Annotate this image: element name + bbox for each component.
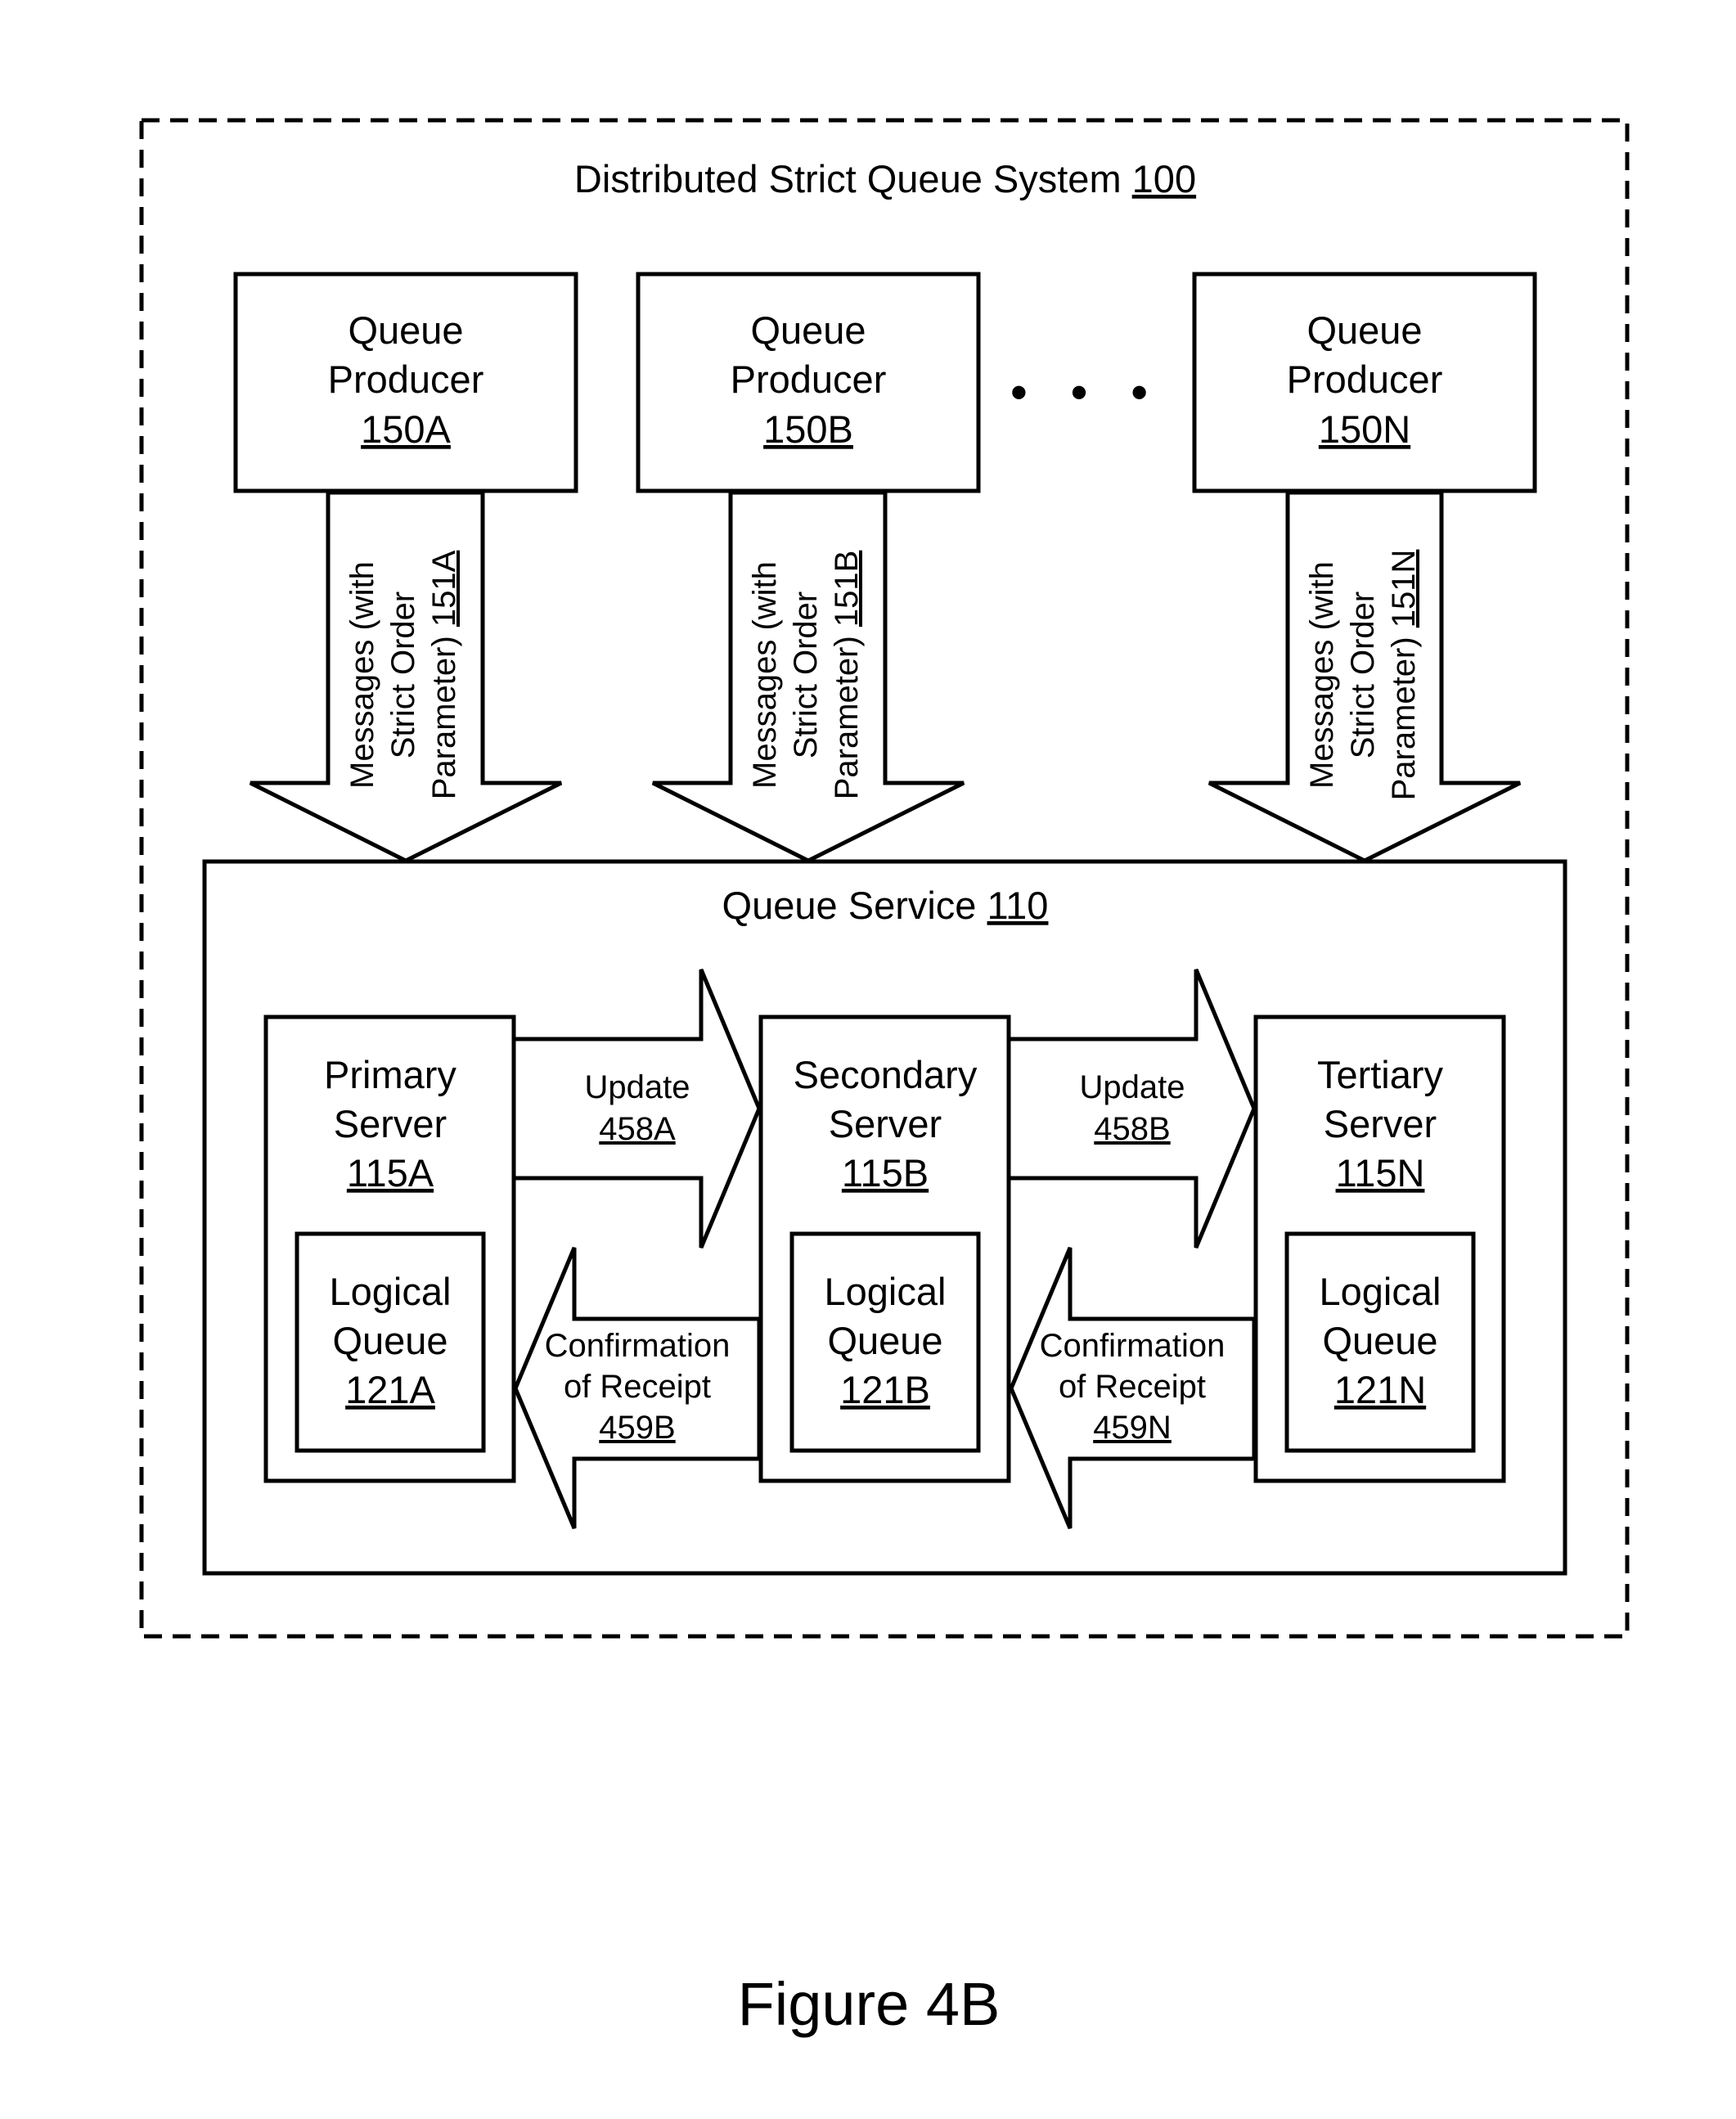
svg-text:121A: 121A — [345, 1368, 435, 1411]
svg-text:of Receipt: of Receipt — [1059, 1369, 1206, 1405]
svg-text:Producer: Producer — [1287, 358, 1443, 401]
queue-service-title: Queue Service 110 — [722, 884, 1049, 927]
logical-queue-121n: Logical Queue 121N — [1287, 1234, 1473, 1451]
svg-text:Update: Update — [585, 1069, 690, 1105]
svg-text:Server: Server — [1324, 1102, 1437, 1145]
svg-text:Producer: Producer — [328, 358, 484, 401]
svg-text:Parameter) 151A: Parameter) 151A — [426, 550, 462, 799]
queue-producer-150b: Queue Producer 150B — [638, 274, 978, 491]
confirmation-arrow-459b: Confirmation of Receipt 459B — [515, 1248, 759, 1528]
svg-text:Queue: Queue — [750, 308, 866, 352]
svg-text:Primary: Primary — [324, 1053, 456, 1096]
svg-text:Confirmation: Confirmation — [545, 1328, 731, 1364]
svg-text:Strict Order: Strict Order — [788, 592, 824, 758]
svg-text:Logical: Logical — [1320, 1270, 1441, 1313]
queue-producer-150n: Queue Producer 150N — [1194, 274, 1535, 491]
logical-queue-121b: Logical Queue 121B — [792, 1234, 978, 1451]
svg-text:Producer: Producer — [731, 358, 887, 401]
svg-text:Strict Order: Strict Order — [385, 592, 421, 758]
update-arrow-458b: Update 458B — [1008, 970, 1254, 1248]
svg-text:Secondary: Secondary — [794, 1053, 978, 1096]
logical-queue-121a: Logical Queue 121A — [297, 1234, 483, 1451]
messages-arrow-151b: Messages (with Strict Order Parameter) 1… — [653, 493, 964, 861]
svg-text:Strict Order: Strict Order — [1345, 592, 1381, 758]
svg-text:458A: 458A — [599, 1111, 676, 1147]
svg-text:Tertiary: Tertiary — [1317, 1053, 1444, 1096]
svg-text:Confirmation: Confirmation — [1040, 1328, 1226, 1364]
svg-text:Logical: Logical — [825, 1270, 947, 1313]
svg-text:150N: 150N — [1319, 407, 1410, 451]
svg-text:121B: 121B — [840, 1368, 930, 1411]
figure-caption: Figure 4B — [738, 1970, 1001, 2038]
messages-arrow-151n: Messages (with Strict Order Parameter) 1… — [1209, 493, 1520, 861]
secondary-server-115b: Secondary Server 115B Logical Queue 121B — [761, 1017, 1009, 1481]
svg-text:Messages (with: Messages (with — [747, 561, 783, 789]
svg-text:459B: 459B — [599, 1410, 675, 1446]
svg-text:459N: 459N — [1093, 1410, 1172, 1446]
svg-text:Server: Server — [829, 1102, 942, 1145]
svg-text:Queue: Queue — [827, 1319, 942, 1362]
svg-text:121N: 121N — [1334, 1368, 1426, 1411]
svg-text:Queue: Queue — [1322, 1319, 1437, 1362]
svg-text:Parameter) 151B: Parameter) 151B — [829, 551, 865, 800]
confirmation-arrow-459n: Confirmation of Receipt 459N — [1011, 1248, 1254, 1528]
system-title: Distributed Strict Queue System 100 — [574, 157, 1196, 200]
svg-text:Queue: Queue — [1306, 308, 1422, 352]
svg-text:Messages (with: Messages (with — [1304, 561, 1340, 789]
svg-text:115N: 115N — [1336, 1151, 1425, 1194]
svg-text:Parameter) 151N: Parameter) 151N — [1386, 550, 1422, 801]
messages-arrow-151a: Messages (with Strict Order Parameter) 1… — [250, 493, 561, 861]
svg-text:Queue: Queue — [348, 308, 463, 352]
tertiary-server-115n: Tertiary Server 115N Logical Queue 121N — [1256, 1017, 1504, 1481]
svg-text:115B: 115B — [842, 1151, 929, 1194]
svg-text:150A: 150A — [361, 407, 451, 451]
svg-text:Update: Update — [1080, 1069, 1185, 1105]
svg-text:Server: Server — [334, 1102, 447, 1145]
svg-text:Queue: Queue — [332, 1319, 447, 1362]
primary-server-115a: Primary Server 115A Logical Queue 121A — [266, 1017, 514, 1481]
svg-text:of Receipt: of Receipt — [564, 1369, 711, 1405]
ellipsis: • • • — [1010, 365, 1163, 420]
svg-text:Logical: Logical — [330, 1270, 452, 1313]
svg-text:Messages (with: Messages (with — [344, 561, 380, 789]
svg-text:115A: 115A — [347, 1151, 434, 1194]
update-arrow-458a: Update 458A — [512, 970, 759, 1248]
queue-producer-150a: Queue Producer 150A — [236, 274, 576, 491]
svg-text:458B: 458B — [1094, 1111, 1170, 1147]
svg-text:150B: 150B — [763, 407, 853, 451]
